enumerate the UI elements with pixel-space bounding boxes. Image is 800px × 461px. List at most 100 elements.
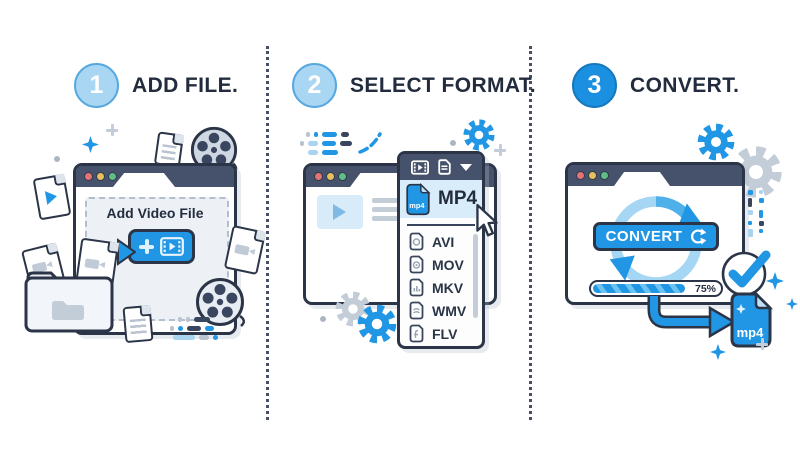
- maximize-icon[interactable]: [601, 172, 608, 179]
- video-thumbnail[interactable]: [317, 195, 363, 229]
- selected-format-row[interactable]: mp4 MP4: [400, 180, 482, 218]
- mp4-output-file-icon: mp4: [730, 291, 773, 348]
- flv-file-icon: [409, 324, 424, 343]
- format-option-wmv[interactable]: WMV: [400, 299, 482, 322]
- play-glyph: [44, 189, 59, 205]
- sync-icon: [691, 228, 707, 245]
- dot-decoration: [54, 156, 60, 162]
- page-fold: [45, 242, 59, 256]
- minimize-icon[interactable]: [97, 173, 104, 180]
- tab-notch: [350, 173, 408, 187]
- dot-decoration: [450, 140, 456, 146]
- convert-button-label: CONVERT: [605, 228, 683, 245]
- selected-format-label: MP4: [438, 188, 478, 209]
- window-controls[interactable]: [577, 172, 608, 179]
- section-divider-1: [266, 46, 269, 420]
- convert-button[interactable]: CONVERT: [593, 222, 719, 251]
- mkv-file-icon: [409, 278, 424, 297]
- window-controls[interactable]: [315, 173, 346, 180]
- mp4-icon-label: mp4: [409, 201, 425, 210]
- video-file-icon: [32, 173, 72, 221]
- gear-icon: [357, 304, 397, 344]
- step-3-number: 3: [587, 71, 602, 99]
- format-option-mov[interactable]: MOV: [400, 253, 482, 276]
- close-icon[interactable]: [85, 173, 92, 180]
- format-option-label: MKV: [432, 279, 464, 296]
- plus-sparkle-icon: [756, 338, 768, 350]
- text-lines-glyph: [129, 318, 147, 336]
- dropdown-divider: [407, 224, 475, 226]
- text-lines-glyph: [160, 144, 177, 162]
- scrollbar[interactable]: [473, 234, 478, 318]
- format-option-mkv[interactable]: MKV: [400, 276, 482, 299]
- dash-decoration: [306, 132, 349, 137]
- step-3-title: CONVERT.: [630, 73, 740, 97]
- video-file-icon: [223, 224, 267, 276]
- step-2-title: SELECT FORMAT.: [350, 73, 537, 97]
- format-option-label: WMV: [432, 302, 467, 319]
- step-1-badge: 1: [74, 63, 119, 108]
- plus-sparkle-icon: [106, 124, 118, 136]
- gear-icon: [697, 123, 735, 161]
- dash-decoration: [170, 326, 214, 331]
- close-icon[interactable]: [577, 172, 584, 179]
- format-dropdown: mp4 MP4 AVI MOV MKV WMV: [397, 151, 485, 349]
- output-file-label: mp4: [737, 325, 765, 340]
- step-1-header: 1 ADD FILE.: [74, 63, 238, 108]
- progress-bar: 75%: [589, 280, 723, 297]
- maximize-icon[interactable]: [109, 173, 116, 180]
- tab-notch: [614, 172, 670, 186]
- video-format-icon[interactable]: [410, 159, 429, 175]
- plus-icon: [139, 239, 154, 254]
- folder-icon: [24, 271, 114, 333]
- text-line: [372, 216, 412, 221]
- gear-icon: [463, 119, 495, 151]
- chevron-down-icon[interactable]: [459, 163, 472, 171]
- step-3-badge: 3: [572, 63, 617, 108]
- mov-file-icon: [409, 255, 424, 274]
- sparkle-icon: [766, 272, 784, 290]
- camera-glyph: [234, 244, 250, 256]
- step-2-header: 2 SELECT FORMAT.: [292, 63, 536, 108]
- dropdown-toolbar: [400, 154, 482, 180]
- step-3-header: 3 CONVERT.: [572, 63, 739, 108]
- sparkle-icon: [786, 298, 798, 310]
- swoosh-decoration: [358, 132, 382, 154]
- avi-file-icon: [409, 232, 424, 251]
- minimize-icon[interactable]: [327, 173, 334, 180]
- format-option-avi[interactable]: AVI: [400, 230, 482, 253]
- minimize-icon[interactable]: [589, 172, 596, 179]
- window-titlebar: [76, 166, 234, 187]
- document-icon: [122, 304, 154, 344]
- tab-notch: [113, 173, 175, 187]
- plus-sparkle-icon: [494, 144, 506, 156]
- page-fold: [53, 173, 67, 187]
- dot-decoration: [320, 316, 326, 322]
- film-reel-icon: [196, 278, 245, 327]
- sparkle-icon: [82, 136, 99, 153]
- mouse-cursor-icon: [476, 204, 498, 237]
- add-file-button[interactable]: [128, 229, 195, 264]
- page-fold: [253, 229, 267, 243]
- format-option-label: AVI: [432, 233, 455, 250]
- sparkle-icon: [710, 344, 726, 360]
- filmstrip-icon: [160, 237, 184, 256]
- document-format-icon[interactable]: [437, 159, 451, 175]
- progress-fill: [593, 284, 686, 293]
- page-fold: [139, 304, 152, 317]
- window-controls[interactable]: [85, 173, 116, 180]
- format-option-label: MOV: [432, 256, 464, 273]
- dash-decoration: [178, 317, 210, 322]
- step-2-badge: 2: [292, 63, 337, 108]
- format-option-flv[interactable]: FLV: [400, 322, 482, 345]
- pixel-dots-decoration: [748, 190, 765, 237]
- output-arrow-icon: [647, 296, 737, 338]
- close-icon[interactable]: [315, 173, 322, 180]
- wmv-file-icon: [409, 301, 424, 320]
- progress-percentage: 75%: [694, 283, 716, 295]
- maximize-icon[interactable]: [339, 173, 346, 180]
- dash-decoration: [173, 335, 218, 340]
- mp4-file-icon: mp4: [406, 182, 431, 215]
- format-list: AVI MOV MKV WMV FLV: [400, 230, 482, 345]
